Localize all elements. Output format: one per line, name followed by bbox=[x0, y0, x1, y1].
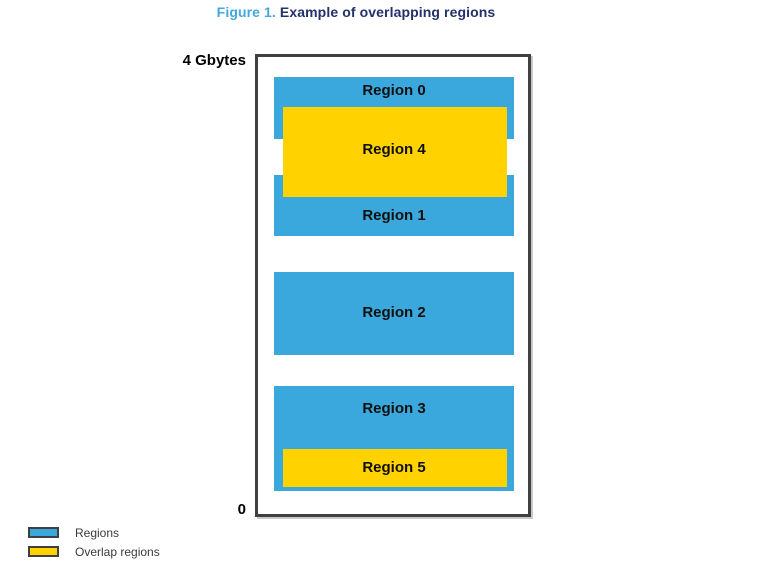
region-0-label: Region 0 bbox=[362, 82, 426, 99]
region-4-overlap-bar bbox=[283, 107, 507, 197]
figure-number-label: Figure 1. bbox=[216, 4, 276, 20]
region-4-label: Region 4 bbox=[362, 141, 426, 158]
region-2-label: Region 2 bbox=[362, 304, 426, 321]
figure-title: Example of overlapping regions bbox=[279, 4, 496, 20]
legend-label-overlap-regions: Overlap regions bbox=[75, 545, 160, 559]
region-5-label: Region 5 bbox=[362, 459, 426, 476]
region-5-overlap-bar bbox=[283, 449, 507, 487]
axis-label-top: 4 Gbytes bbox=[182, 52, 246, 69]
legend-swatch-overlap-regions bbox=[28, 546, 59, 557]
legend-swatch-regions bbox=[28, 527, 59, 538]
legend-label-regions: Regions bbox=[75, 526, 120, 540]
axis-label-bottom: 0 bbox=[237, 501, 246, 518]
region-1-label: Region 1 bbox=[362, 207, 426, 224]
figure-caption: Figure 1. Example of overlapping regions bbox=[0, 4, 712, 20]
region-2-bar bbox=[274, 272, 514, 355]
region-3-label: Region 3 bbox=[362, 400, 426, 417]
